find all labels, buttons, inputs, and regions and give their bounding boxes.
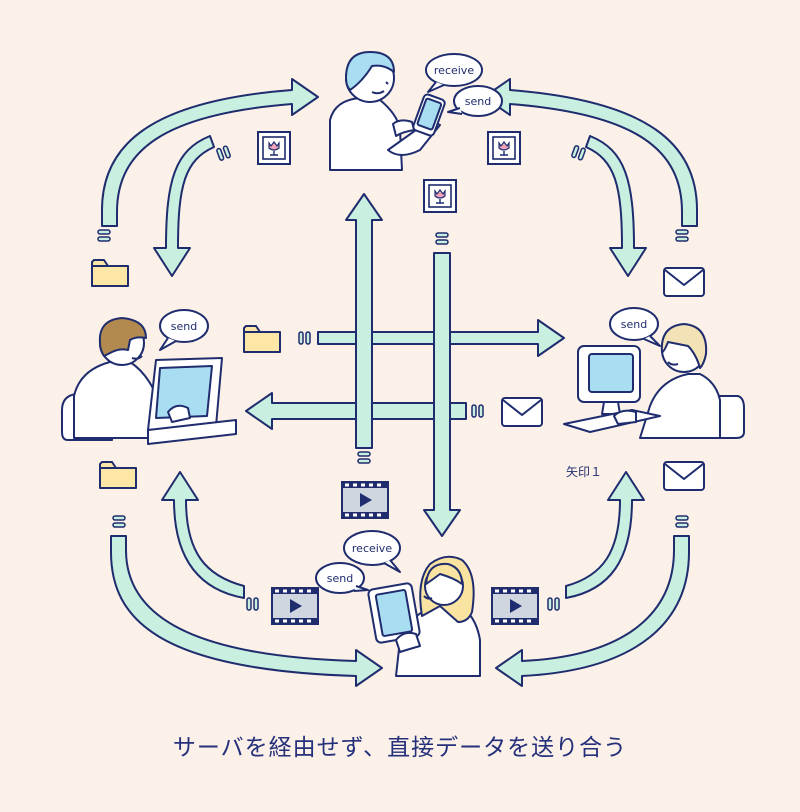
top-person-with-phone bbox=[329, 51, 446, 171]
bubble-bottom-receive: receive bbox=[343, 530, 401, 573]
bubble-right-send: send bbox=[609, 307, 661, 347]
bottom-person-with-tablet bbox=[367, 555, 481, 677]
video-icon bbox=[271, 587, 319, 625]
folder-icon bbox=[243, 325, 281, 353]
mail-icon bbox=[501, 397, 543, 427]
arrow-inner-bottom-right bbox=[565, 471, 645, 599]
arrow-center-up bbox=[345, 193, 383, 449]
bubble-bottom-send: send bbox=[315, 562, 369, 594]
arrow-label: 矢印１ bbox=[566, 465, 603, 479]
left-person-with-laptop bbox=[61, 317, 237, 445]
folder-icon bbox=[91, 259, 129, 287]
folder-icon bbox=[99, 461, 137, 489]
arrow-center-down bbox=[423, 252, 461, 537]
video-icon bbox=[491, 587, 539, 625]
bubble-text: send bbox=[621, 318, 647, 331]
bubble-left-send: send bbox=[159, 309, 209, 351]
arrow-outer-bottom-left bbox=[110, 535, 383, 687]
arrow-inner-top-left bbox=[153, 135, 215, 277]
arrow-outer-bottom-right bbox=[495, 535, 690, 687]
bubble-text: send bbox=[171, 320, 197, 333]
diagram-caption: サーバを経由せず、直接データを送り合う bbox=[172, 735, 628, 761]
arrow-inner-bottom-left bbox=[161, 471, 245, 599]
photo-icon bbox=[257, 131, 291, 165]
bubble-text: receive bbox=[434, 64, 474, 77]
bubble-text: send bbox=[327, 572, 353, 585]
mail-icon bbox=[663, 461, 705, 491]
bubble-text: receive bbox=[352, 542, 392, 555]
bubble-text: send bbox=[465, 95, 491, 108]
mail-icon bbox=[663, 267, 705, 297]
video-icon bbox=[341, 481, 389, 519]
arrow-inner-top-right bbox=[585, 135, 647, 277]
photo-icon bbox=[423, 179, 457, 213]
photo-icon bbox=[487, 131, 521, 165]
bubble-top-receive: receive bbox=[425, 53, 483, 93]
arrows bbox=[101, 78, 698, 687]
arrow-outer-top-left-body bbox=[101, 78, 319, 227]
bubble-top-send: send bbox=[447, 85, 503, 117]
right-person-with-desktop bbox=[563, 323, 745, 439]
